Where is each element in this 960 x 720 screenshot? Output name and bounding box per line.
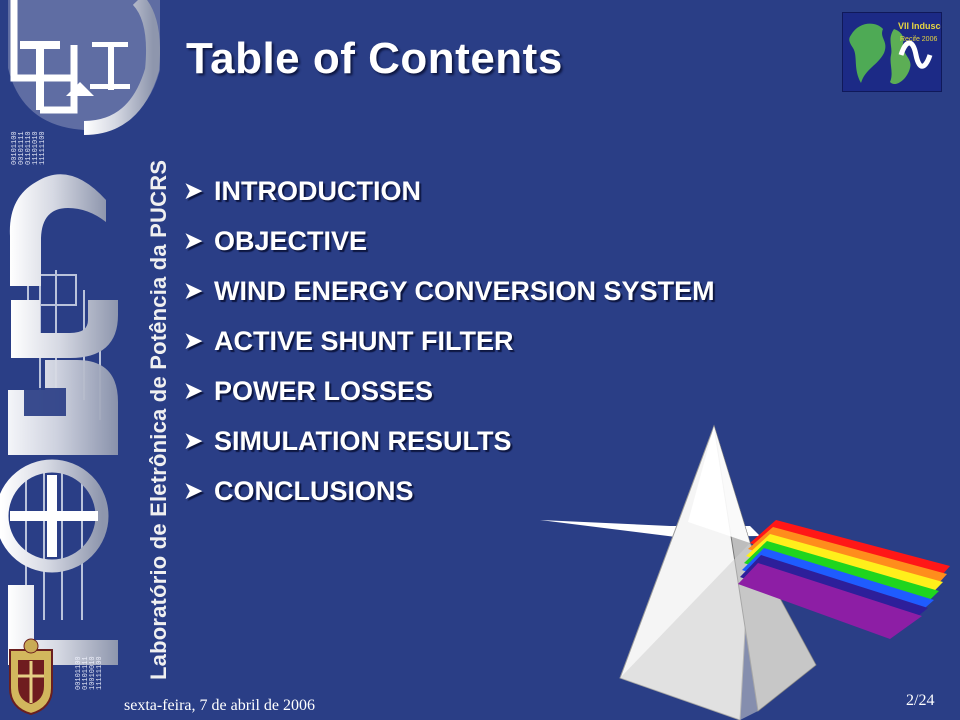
toc-label: ACTIVE SHUNT FILTER <box>214 325 514 356</box>
event-logo-subtitle: Recife 2006 <box>900 36 937 43</box>
toc-label: POWER LOSSES <box>214 375 434 406</box>
toc-item-introduction: ➤ INTRODUCTION <box>184 166 715 216</box>
bullet-icon: ➤ <box>184 228 203 253</box>
prism-icon <box>540 424 950 720</box>
toc-item-objective: ➤ OBJECTIVE <box>184 216 715 266</box>
toc-label: CONCLUSIONS <box>214 475 414 506</box>
left-branding-panel: 00101100 00101111 01101110 11101010 1111… <box>0 0 171 720</box>
svg-text:11101010: 11101010 <box>32 131 40 165</box>
page-number: 2/24 <box>906 692 935 709</box>
svg-text:10010010: 10010010 <box>89 656 97 690</box>
svg-text:01101111: 01101111 <box>82 656 90 690</box>
slide-title: Table of Contents <box>186 34 563 83</box>
footer-date: sexta-feira, 7 de abril de 2006 <box>124 697 316 714</box>
table-of-contents: ➤ INTRODUCTION ➤ OBJECTIVE ➤ WIND ENERGY CO… <box>184 166 715 516</box>
toc-label: SIMULATION RESULTS <box>214 425 512 456</box>
event-logo-icon: VII Induscon Recife 2006 <box>843 13 941 91</box>
toc-item-simulation-results: ➤ SIMULATION RESULTS <box>184 416 715 466</box>
toc-label: OBJECTIVE <box>214 225 368 256</box>
toc-item-active-shunt-filter: ➤ ACTIVE SHUNT FILTER <box>184 316 715 366</box>
lab-name-vertical: Laboratório de Eletrônica de Potência da… <box>146 159 171 680</box>
svg-text:00101100: 00101100 <box>11 131 19 165</box>
toc-item-conclusions: ➤ CONCLUSIONS <box>184 466 715 516</box>
svg-text:11111100: 11111100 <box>96 656 104 690</box>
bullet-icon: ➤ <box>184 378 203 403</box>
university-crest-icon <box>9 638 53 716</box>
toc-item-wind-energy-conversion-system: ➤ WIND ENERGY CONVERSION SYSTEM <box>184 266 715 316</box>
bullet-icon: ➤ <box>184 428 203 453</box>
event-logo-title: VII Induscon <box>898 21 941 31</box>
svg-text:11111100: 11111100 <box>39 131 47 165</box>
toc-label: WIND ENERGY CONVERSION SYSTEM <box>214 275 715 306</box>
toc-item-power-losses: ➤ POWER LOSSES <box>184 366 715 416</box>
bullet-icon: ➤ <box>184 278 203 303</box>
event-logo: VII Induscon Recife 2006 <box>842 12 942 92</box>
svg-text:00101111: 00101111 <box>18 131 26 165</box>
svg-text:00101100: 00101100 <box>75 656 83 690</box>
toc-label: INTRODUCTION <box>214 175 421 206</box>
lepuc-logo: 00101100 00101111 01101110 11101010 1111… <box>0 0 161 716</box>
svg-text:01101110: 01101110 <box>25 131 33 165</box>
bullet-icon: ➤ <box>184 478 203 503</box>
bullet-icon: ➤ <box>184 178 203 203</box>
bullet-icon: ➤ <box>184 328 203 353</box>
